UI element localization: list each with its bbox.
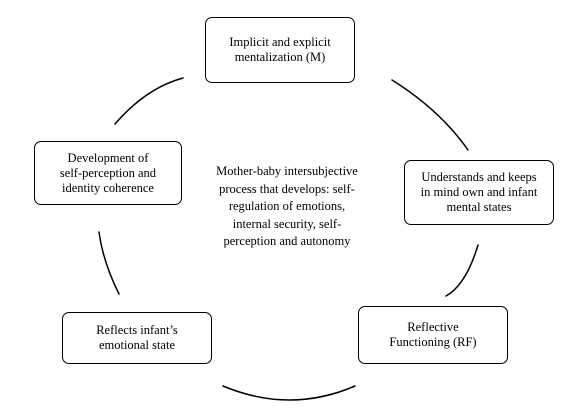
arc-right-to-bottom-right xyxy=(445,244,479,297)
self-perception-line-3: identity coherence xyxy=(62,180,154,195)
arc-bottom xyxy=(222,385,356,401)
reflective-functioning-line-2: Functioning (RF) xyxy=(389,335,477,349)
understands-mental-states-node: Understands and keeps in mind own and in… xyxy=(404,160,554,225)
reflective-functioning-node: Reflective Functioning (RF) xyxy=(358,306,508,364)
arc-left-to-top xyxy=(114,77,184,125)
mentalization-node: Implicit and explicit mentalization (M) xyxy=(205,17,355,83)
mentalization-line-2: mentalization (M) xyxy=(234,50,326,64)
understands-line-1: Understands and keeps xyxy=(421,170,537,184)
center-line-4: internal security, self- xyxy=(232,216,342,231)
center-line-5: perception and autonomy xyxy=(223,234,351,248)
center-line-2: process that develops: self- xyxy=(219,181,355,196)
center-line-3: regulation of emotions, xyxy=(228,199,346,213)
understands-line-2: in mind own and infant xyxy=(420,185,538,199)
reflects-emotional-state-node: Reflects infant’s emotional state xyxy=(62,312,212,364)
center-line-1: Mother-baby intersubjective xyxy=(216,164,358,178)
self-perception-node: Development of self-perception and ident… xyxy=(34,141,182,205)
self-perception-line-1: Development of xyxy=(67,150,149,165)
arc-bottom-left-to-left xyxy=(98,231,120,295)
reflective-functioning-line-1: Reflective xyxy=(407,320,459,334)
understands-line-3: mental states xyxy=(446,200,512,214)
arc-top-to-right xyxy=(391,79,469,151)
self-perception-line-2: self-perception and xyxy=(59,165,157,180)
mentalization-line-1: Implicit and explicit xyxy=(229,35,331,49)
reflects-emotional-state-line-2: emotional state xyxy=(98,338,175,352)
center-description: Mother-baby intersubjective process that… xyxy=(194,163,380,251)
reflects-emotional-state-line-1: Reflects infant’s xyxy=(96,323,178,337)
